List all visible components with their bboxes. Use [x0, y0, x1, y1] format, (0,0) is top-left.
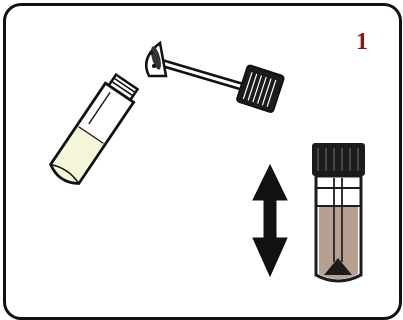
- up-down-arrow-icon: [252, 163, 288, 278]
- capped-vial-with-swab-icon: [312, 143, 365, 283]
- step-number: 1: [356, 29, 368, 55]
- open-vial-icon: [49, 72, 140, 185]
- swab-with-cap-icon: [145, 40, 285, 113]
